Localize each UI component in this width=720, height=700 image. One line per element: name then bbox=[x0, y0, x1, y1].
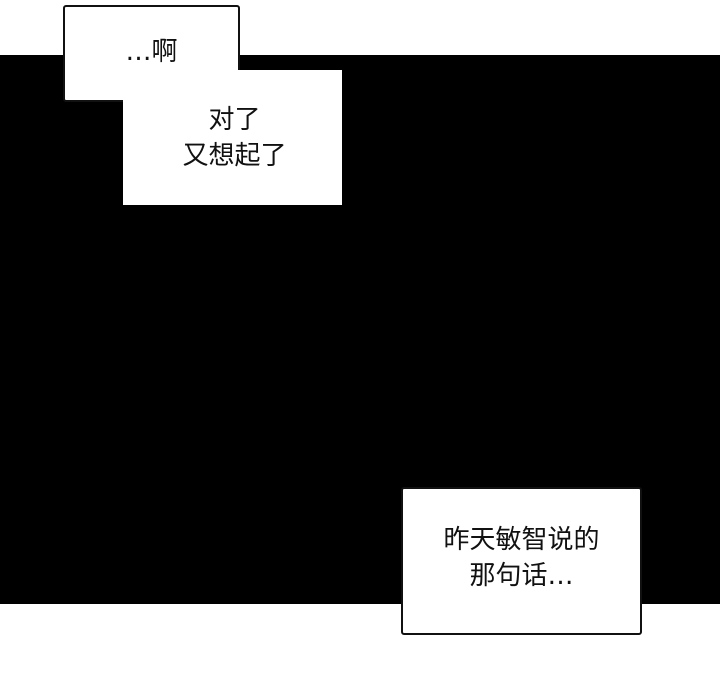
caption-box-2: 对了 又想起了 bbox=[123, 70, 342, 205]
caption-text: 对了 bbox=[208, 104, 261, 135]
caption-text: …啊 bbox=[125, 36, 178, 67]
caption-text: 又想起了 bbox=[182, 140, 287, 171]
caption-text: 那句话… bbox=[469, 561, 574, 591]
caption-box-3: 昨天敏智说的 那句话… bbox=[401, 487, 642, 635]
caption-text: 昨天敏智说的 bbox=[443, 525, 600, 555]
